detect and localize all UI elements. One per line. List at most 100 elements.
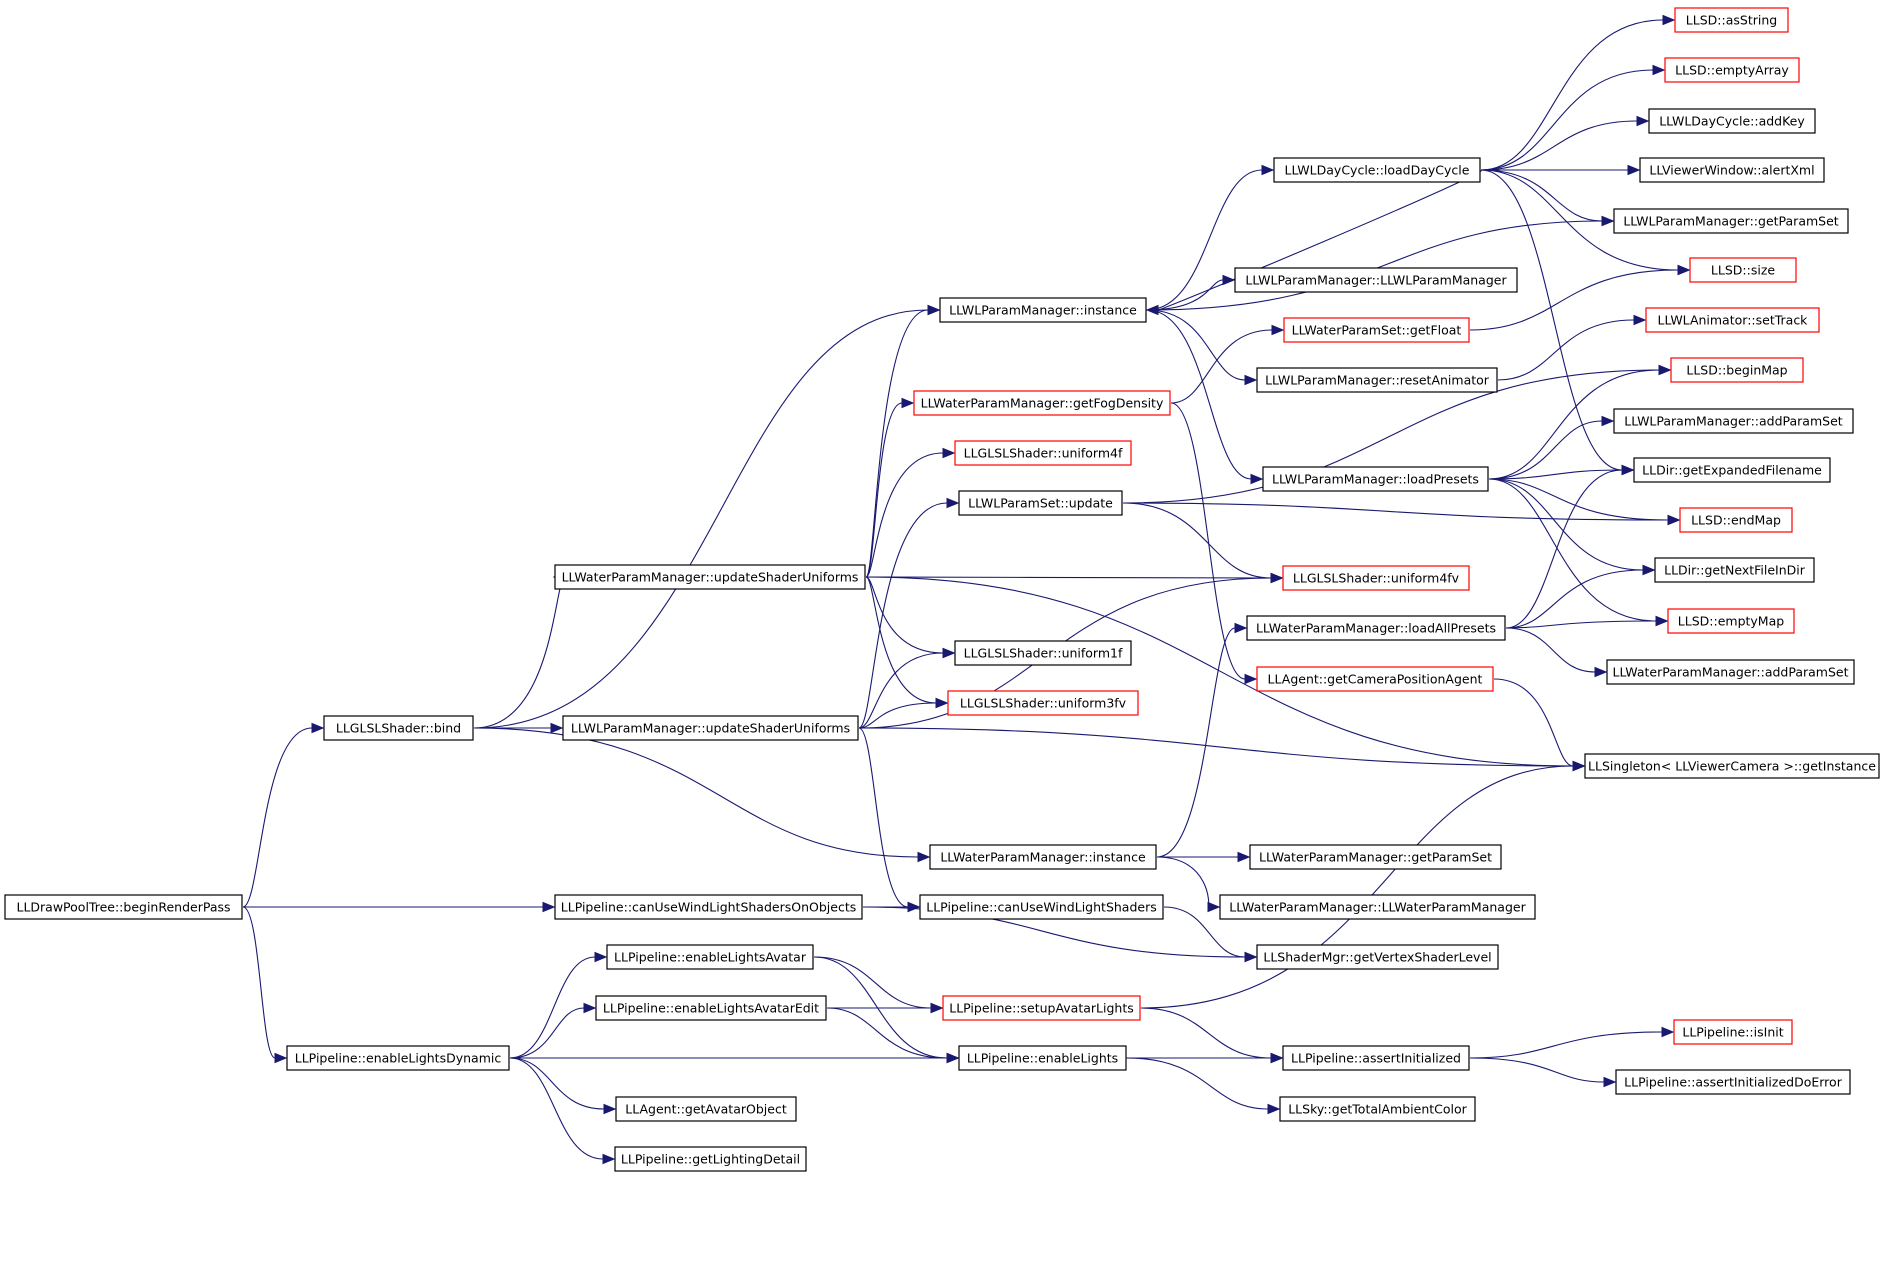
node-ambient[interactable]: LLSky::getTotalAmbientColor: [1279, 1096, 1476, 1122]
node-wlUpd[interactable]: LLWLParamManager::updateShaderUniforms: [562, 715, 859, 741]
node-camPos[interactable]: LLAgent::getCameraPositionAgent: [1256, 666, 1494, 692]
node-box[interactable]: [913, 390, 1171, 416]
node-box[interactable]: [1606, 659, 1855, 685]
node-box[interactable]: [1654, 557, 1815, 583]
node-loadPresets[interactable]: LLWLParamManager::loadPresets: [1262, 466, 1489, 492]
node-box[interactable]: [939, 297, 1147, 323]
node-nextFile[interactable]: LLDir::getNextFileInDir: [1654, 557, 1815, 583]
node-isInit[interactable]: LLPipeline::isInit: [1673, 1019, 1793, 1045]
node-box[interactable]: [323, 715, 474, 741]
node-box[interactable]: [1584, 753, 1880, 779]
node-box[interactable]: [4, 894, 243, 920]
node-enLights[interactable]: LLPipeline::enableLights: [958, 1045, 1127, 1071]
node-u4fv[interactable]: LLGLSLShader::uniform4fv: [1282, 565, 1470, 591]
node-waterInst[interactable]: LLWaterParamManager::instance: [929, 844, 1157, 870]
node-box[interactable]: [1256, 367, 1498, 393]
node-box[interactable]: [954, 640, 1132, 666]
node-waterUpd[interactable]: LLWaterParamManager::updateShaderUniform…: [554, 564, 866, 590]
node-resetAnim[interactable]: LLWLParamManager::resetAnimator: [1256, 367, 1498, 393]
node-size[interactable]: LLSD::size: [1689, 257, 1797, 283]
node-setupAv[interactable]: LLPipeline::setupAvatarLights: [942, 995, 1141, 1021]
node-box[interactable]: [1633, 457, 1831, 483]
node-addKey[interactable]: LLWLDayCycle::addKey: [1648, 108, 1816, 134]
node-box[interactable]: [1219, 894, 1536, 920]
node-box[interactable]: [1249, 844, 1502, 870]
node-setTrack[interactable]: LLWLAnimator::setTrack: [1645, 307, 1820, 333]
node-box[interactable]: [1674, 7, 1789, 33]
node-box[interactable]: [1282, 565, 1470, 591]
node-u1f[interactable]: LLGLSLShader::uniform1f: [954, 640, 1132, 666]
node-canObjs[interactable]: LLPipeline::canUseWindLightShadersOnObje…: [554, 894, 863, 920]
node-box[interactable]: [614, 1146, 807, 1172]
node-box[interactable]: [1645, 307, 1820, 333]
node-box[interactable]: [595, 995, 827, 1021]
node-box[interactable]: [1246, 615, 1506, 641]
node-canUse[interactable]: LLPipeline::canUseWindLightShaders: [919, 894, 1164, 920]
node-bind[interactable]: LLGLSLShader::bind: [323, 715, 474, 741]
node-box[interactable]: [1615, 1069, 1851, 1095]
node-wlCtor[interactable]: LLWLParamManager::LLWLParamManager: [1234, 267, 1518, 293]
node-box[interactable]: [1262, 466, 1489, 492]
node-box[interactable]: [1679, 507, 1793, 533]
node-box[interactable]: [1613, 208, 1849, 234]
node-box[interactable]: [554, 564, 866, 590]
node-box[interactable]: [1256, 944, 1499, 970]
node-wlpsUpd[interactable]: LLWLParamSet::update: [958, 490, 1123, 516]
node-asString[interactable]: LLSD::asString: [1674, 7, 1789, 33]
node-box[interactable]: [942, 995, 1141, 1021]
node-box[interactable]: [1639, 157, 1825, 183]
node-emptyArray[interactable]: LLSD::emptyArray: [1664, 57, 1800, 83]
node-u4f[interactable]: LLGLSLShader::uniform4f: [954, 440, 1132, 466]
node-dyn[interactable]: LLPipeline::enableLightsDynamic: [286, 1045, 510, 1071]
node-box[interactable]: [1648, 108, 1816, 134]
node-wlGetPS[interactable]: LLWLParamManager::getParamSet: [1613, 208, 1849, 234]
node-box[interactable]: [1689, 257, 1797, 283]
node-assertInit[interactable]: LLPipeline::assertInitialized: [1282, 1045, 1470, 1071]
node-wlInst[interactable]: LLWLParamManager::instance: [939, 297, 1147, 323]
node-box[interactable]: [958, 490, 1123, 516]
node-box[interactable]: [954, 440, 1132, 466]
node-box[interactable]: [606, 944, 814, 970]
node-box[interactable]: [1279, 1096, 1476, 1122]
node-vsLevel[interactable]: LLShaderMgr::getVertexShaderLevel: [1256, 944, 1499, 970]
node-waterAddPS[interactable]: LLWaterParamManager::addParamSet: [1606, 659, 1855, 685]
node-addPS[interactable]: LLWLParamManager::addParamSet: [1613, 408, 1854, 434]
node-alertXml[interactable]: LLViewerWindow::alertXml: [1639, 157, 1825, 183]
node-getFloat[interactable]: LLWaterParamSet::getFloat: [1283, 317, 1470, 343]
node-box[interactable]: [554, 894, 863, 920]
node-box[interactable]: [286, 1045, 510, 1071]
node-box[interactable]: [919, 894, 1164, 920]
node-expFile[interactable]: LLDir::getExpandedFilename: [1633, 457, 1831, 483]
node-begin[interactable]: LLDrawPoolTree::beginRenderPass: [4, 894, 243, 920]
node-box[interactable]: [1283, 317, 1470, 343]
node-u3fv[interactable]: LLGLSLShader::uniform3fv: [947, 690, 1139, 716]
node-box[interactable]: [1667, 608, 1795, 634]
node-box[interactable]: [929, 844, 1157, 870]
node-emptyMap[interactable]: LLSD::emptyMap: [1667, 608, 1795, 634]
node-beginMap[interactable]: LLSD::beginMap: [1670, 357, 1804, 383]
node-box[interactable]: [1670, 357, 1804, 383]
node-waterGetPS[interactable]: LLWaterParamManager::getParamSet: [1249, 844, 1502, 870]
node-endMap[interactable]: LLSD::endMap: [1679, 507, 1793, 533]
node-box[interactable]: [1664, 57, 1800, 83]
node-box[interactable]: [562, 715, 859, 741]
node-loadAll[interactable]: LLWaterParamManager::loadAllPresets: [1246, 615, 1506, 641]
node-box[interactable]: [1273, 157, 1481, 183]
node-box[interactable]: [1256, 666, 1494, 692]
node-box[interactable]: [947, 690, 1139, 716]
node-dayCycle[interactable]: LLWLDayCycle::loadDayCycle: [1273, 157, 1481, 183]
node-waterCtor[interactable]: LLWaterParamManager::LLWaterParamManager: [1219, 894, 1536, 920]
node-box[interactable]: [1282, 1045, 1470, 1071]
node-box[interactable]: [1234, 267, 1518, 293]
node-box[interactable]: [615, 1096, 797, 1122]
node-getAvObj[interactable]: LLAgent::getAvatarObject: [615, 1096, 797, 1122]
node-avatar[interactable]: LLPipeline::enableLightsAvatar: [606, 944, 814, 970]
node-box[interactable]: [1613, 408, 1854, 434]
node-lightDet[interactable]: LLPipeline::getLightingDetail: [614, 1146, 807, 1172]
node-fog[interactable]: LLWaterParamManager::getFogDensity: [913, 390, 1171, 416]
node-avatarEdit[interactable]: LLPipeline::enableLightsAvatarEdit: [595, 995, 827, 1021]
node-box[interactable]: [1673, 1019, 1793, 1045]
node-assertErr[interactable]: LLPipeline::assertInitializedDoError: [1615, 1069, 1851, 1095]
node-box[interactable]: [958, 1045, 1127, 1071]
node-singleton[interactable]: LLSingleton< LLViewerCamera >::getInstan…: [1584, 753, 1880, 779]
